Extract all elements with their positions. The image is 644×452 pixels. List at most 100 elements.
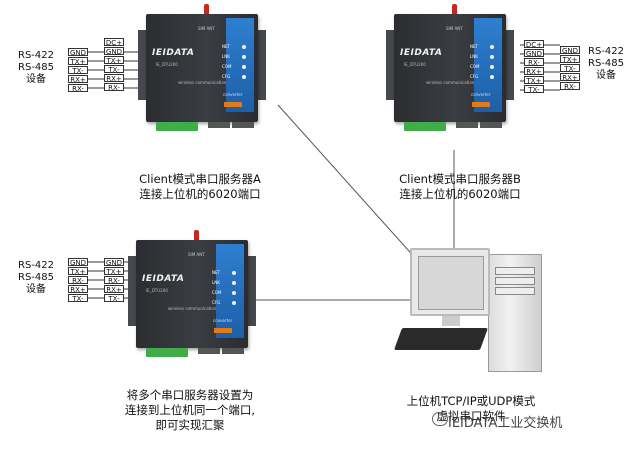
pin: RX+: [560, 73, 580, 82]
caption-device-a: Client模式串口服务器A 连接上位机的6020端口: [110, 172, 290, 202]
model-label: IE_DTU200: [156, 62, 178, 67]
terminal-block: [404, 122, 446, 131]
port: [232, 122, 254, 128]
pin: RX+: [68, 285, 88, 294]
converter-label: converter: [213, 318, 233, 323]
wireless-label: wireless communication: [178, 80, 227, 85]
equipment-c-rs422: RS-422: [18, 260, 54, 271]
blue-panel: [226, 18, 254, 112]
monitor-stand: [442, 316, 460, 326]
led-label: CFG: [470, 74, 479, 79]
led-cfg: CFG: [222, 74, 248, 82]
led-lnk: LNK: [470, 54, 496, 62]
led-icon: [242, 55, 246, 59]
pin: DC+: [104, 38, 124, 47]
keyboard: [393, 328, 489, 350]
led-label: LNK: [222, 54, 230, 59]
converter-label: converter: [223, 92, 243, 97]
equipment-b-rs485: RS-485: [588, 58, 624, 69]
caption-b-line2: 连接上位机的6020端口: [399, 187, 521, 201]
led-icon: [232, 281, 236, 285]
pin: TX+: [104, 267, 124, 276]
serial-server-b: SIM ANT IEIDATA IE_DTU200 wireless commu…: [386, 4, 514, 131]
pin: TX-: [104, 65, 124, 74]
antenna: [204, 4, 209, 18]
ant-label: ANT: [454, 26, 463, 31]
led-icon: [490, 65, 494, 69]
led-net: NET: [212, 270, 238, 278]
sim-ant-label: SIM ANT: [446, 26, 463, 31]
led-label: NET: [470, 44, 478, 49]
model-label: IE_DTU200: [146, 288, 168, 293]
mount-ear: [386, 30, 396, 100]
led-icon: [490, 55, 494, 59]
led-label: COM: [470, 64, 480, 69]
antenna: [194, 230, 199, 244]
pin: RX-: [68, 84, 88, 93]
led-label: CFG: [222, 74, 231, 79]
drive-bay: [495, 277, 535, 285]
led-icon: [242, 75, 246, 79]
led-label: CFG: [212, 300, 221, 305]
brand-logo: IEIDATA: [142, 274, 185, 284]
ant-label: ANT: [196, 252, 205, 257]
sim-ant-label: SIM ANT: [198, 26, 215, 31]
led-icon: [232, 301, 236, 305]
pin: GND: [104, 47, 124, 56]
port: [222, 348, 244, 354]
terminal-block: [156, 122, 198, 131]
led-net: NET: [222, 44, 248, 52]
sim-label: SIM: [188, 252, 196, 257]
equipment-label-c: RS-422 RS-485 设备: [14, 260, 58, 296]
port: [208, 122, 230, 128]
pin: RX-: [68, 276, 88, 285]
terminal-block: [146, 348, 188, 357]
pin: RX+: [524, 67, 544, 76]
led-label: LNK: [470, 54, 478, 59]
port: [456, 122, 478, 128]
host-computer: [393, 248, 550, 378]
summary-line3: 即可实现汇聚: [155, 418, 225, 432]
summary-line2: 连接到上位机同一个端口,: [124, 403, 256, 417]
led-net: NET: [470, 44, 496, 52]
pin: RX-: [560, 82, 580, 91]
led-icon: [242, 45, 246, 49]
pin: RX+: [68, 75, 88, 84]
led-label: NET: [222, 44, 230, 49]
led-cfg: CFG: [470, 74, 496, 82]
pin: DC+: [524, 40, 544, 49]
pin: GND: [68, 48, 88, 57]
model-badge: [472, 102, 490, 107]
led-icon: [242, 65, 246, 69]
ant-label: ANT: [206, 26, 215, 31]
pin: TX-: [68, 294, 88, 303]
led-icon: [490, 45, 494, 49]
caption-a-line2: 连接上位机的6020端口: [139, 187, 261, 201]
pin: GND: [560, 46, 580, 55]
pin: RX-: [104, 83, 124, 92]
pin: GND: [524, 49, 544, 58]
pin: TX-: [68, 66, 88, 75]
led-icon: [232, 271, 236, 275]
antenna: [452, 4, 457, 18]
caption-a-line1: Client模式串口服务器A: [139, 172, 261, 186]
mount-ear: [256, 30, 266, 100]
wireless-label: wireless communication: [426, 80, 475, 85]
pin: TX+: [560, 55, 580, 64]
equipment-label-b: RS-422 RS-485 设备: [584, 46, 628, 82]
pin: RX-: [524, 58, 544, 67]
pin: RX+: [104, 285, 124, 294]
converter-label: converter: [471, 92, 491, 97]
pc-line2: 虚拟串口软件: [436, 409, 506, 423]
summary-line1: 将多个串口服务器设置为: [126, 388, 254, 402]
led-label: LNK: [212, 280, 220, 285]
equipment-b-rs422: RS-422: [588, 46, 624, 57]
serial-server-a: SIM ANT IEIDATA IE_DTU200 wireless commu…: [138, 4, 266, 131]
equipment-a-rs422: RS-422: [18, 50, 54, 61]
equipment-label-a: RS-422 RS-485 设备: [14, 50, 58, 86]
drive-bay: [495, 287, 535, 295]
led-label: NET: [212, 270, 220, 275]
pin: RX+: [104, 74, 124, 83]
mount-ear: [246, 256, 256, 326]
